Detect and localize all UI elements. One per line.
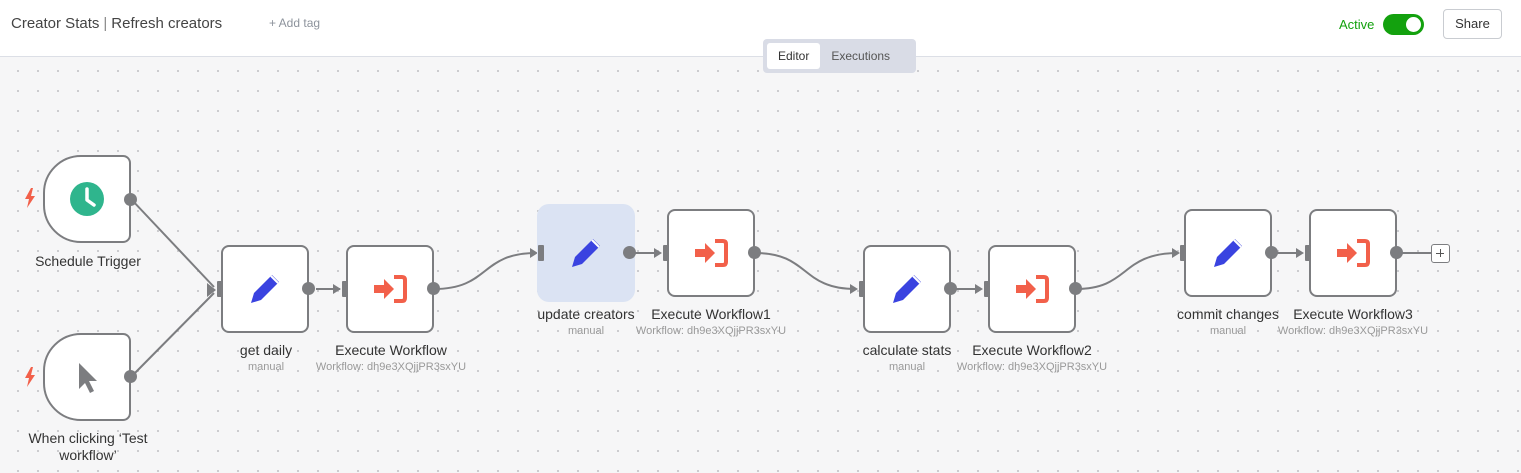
output-port[interactable] (427, 282, 440, 295)
clock-icon (67, 179, 107, 219)
pencil-icon (1208, 233, 1248, 273)
output-port[interactable] (748, 246, 761, 259)
node-execute-workflow1[interactable] (667, 209, 755, 297)
output-port[interactable] (124, 370, 137, 383)
title-separator: | (103, 15, 108, 32)
input-port[interactable] (984, 281, 990, 297)
output-port[interactable] (1265, 246, 1278, 259)
node-subtitle: Workflow: dh9e3XQjjPR3sxYU (635, 325, 787, 337)
node-commit-changes[interactable] (1184, 209, 1272, 297)
input-port[interactable] (342, 281, 348, 297)
node-subtitle: manual (567, 325, 605, 337)
node-execute-workflow3[interactable] (1309, 209, 1397, 297)
sign-in-icon (691, 233, 731, 273)
workflow-name[interactable]: Refresh creators (111, 15, 223, 32)
output-port[interactable] (302, 282, 315, 295)
node-execute-workflow[interactable] (346, 245, 434, 333)
node-label: commit changes (1177, 306, 1279, 322)
node-label: Execute Workflow1 (651, 306, 771, 322)
input-port[interactable] (859, 281, 865, 297)
output-port[interactable] (1390, 246, 1403, 259)
workflow-project-name[interactable]: Creator Stats (11, 15, 100, 32)
active-label: Active (1339, 17, 1375, 32)
node-label: Schedule Trigger (35, 253, 141, 269)
view-tabs: Editor Executions (763, 39, 916, 73)
input-port[interactable] (538, 245, 544, 261)
node-label: Execute Workflow (335, 342, 447, 358)
pencil-icon (245, 269, 285, 309)
input-port[interactable] (1180, 245, 1186, 261)
sign-in-icon (1012, 269, 1052, 309)
workflow-title[interactable]: Creator Stats|Refresh creators (11, 15, 222, 32)
trigger-bolt-icon (25, 367, 35, 387)
toggle-knob (1406, 17, 1421, 32)
add-node-button[interactable] (1431, 244, 1450, 263)
pencil-icon (566, 233, 606, 273)
add-tag-link[interactable]: + Add tag (269, 16, 321, 30)
pencil-icon (887, 269, 927, 309)
node-execute-workflow2[interactable] (988, 245, 1076, 333)
sign-in-icon (1333, 233, 1373, 273)
input-port[interactable] (1305, 245, 1311, 261)
node-calculate-stats[interactable] (863, 245, 951, 333)
node-subtitle: Workflow: dh9e3XQjjPR3sxYU (315, 361, 467, 373)
node-subtitle: manual (888, 361, 926, 373)
active-toggle[interactable] (1383, 14, 1424, 35)
input-port[interactable] (217, 281, 223, 297)
tab-executions[interactable]: Executions (831, 49, 891, 63)
trigger-bolt-icon (25, 188, 35, 208)
cursor-icon (67, 357, 107, 397)
node-schedule-trigger[interactable] (43, 155, 131, 243)
output-port[interactable] (1069, 282, 1082, 295)
node-subtitle: manual (247, 361, 285, 373)
node-label: calculate stats (862, 342, 952, 358)
node-label: Execute Workflow2 (972, 342, 1092, 358)
node-subtitle: Workflow: dh9e3XQjjPR3sxYU (1277, 325, 1429, 337)
node-update-creators[interactable] (537, 204, 635, 302)
node-label: Execute Workflow3 (1293, 306, 1413, 322)
node-subtitle: manual (1209, 325, 1247, 337)
sign-in-icon (370, 269, 410, 309)
output-port[interactable] (944, 282, 957, 295)
node-manual-trigger[interactable] (43, 333, 131, 421)
top-bar: Creator Stats|Refresh creators + Add tag… (0, 0, 1521, 57)
input-port[interactable] (663, 245, 669, 261)
output-port[interactable] (623, 246, 636, 259)
node-label: When clicking ‘Test workflow’ (28, 430, 148, 463)
node-label: get daily (239, 342, 293, 358)
output-port[interactable] (124, 193, 137, 206)
share-button[interactable]: Share (1443, 9, 1502, 39)
tab-editor[interactable]: Editor (767, 43, 821, 69)
node-label: update creators (537, 306, 635, 322)
node-get-daily[interactable] (221, 245, 309, 333)
node-subtitle: Workflow: dh9e3XQjjPR3sxYU (956, 361, 1108, 373)
